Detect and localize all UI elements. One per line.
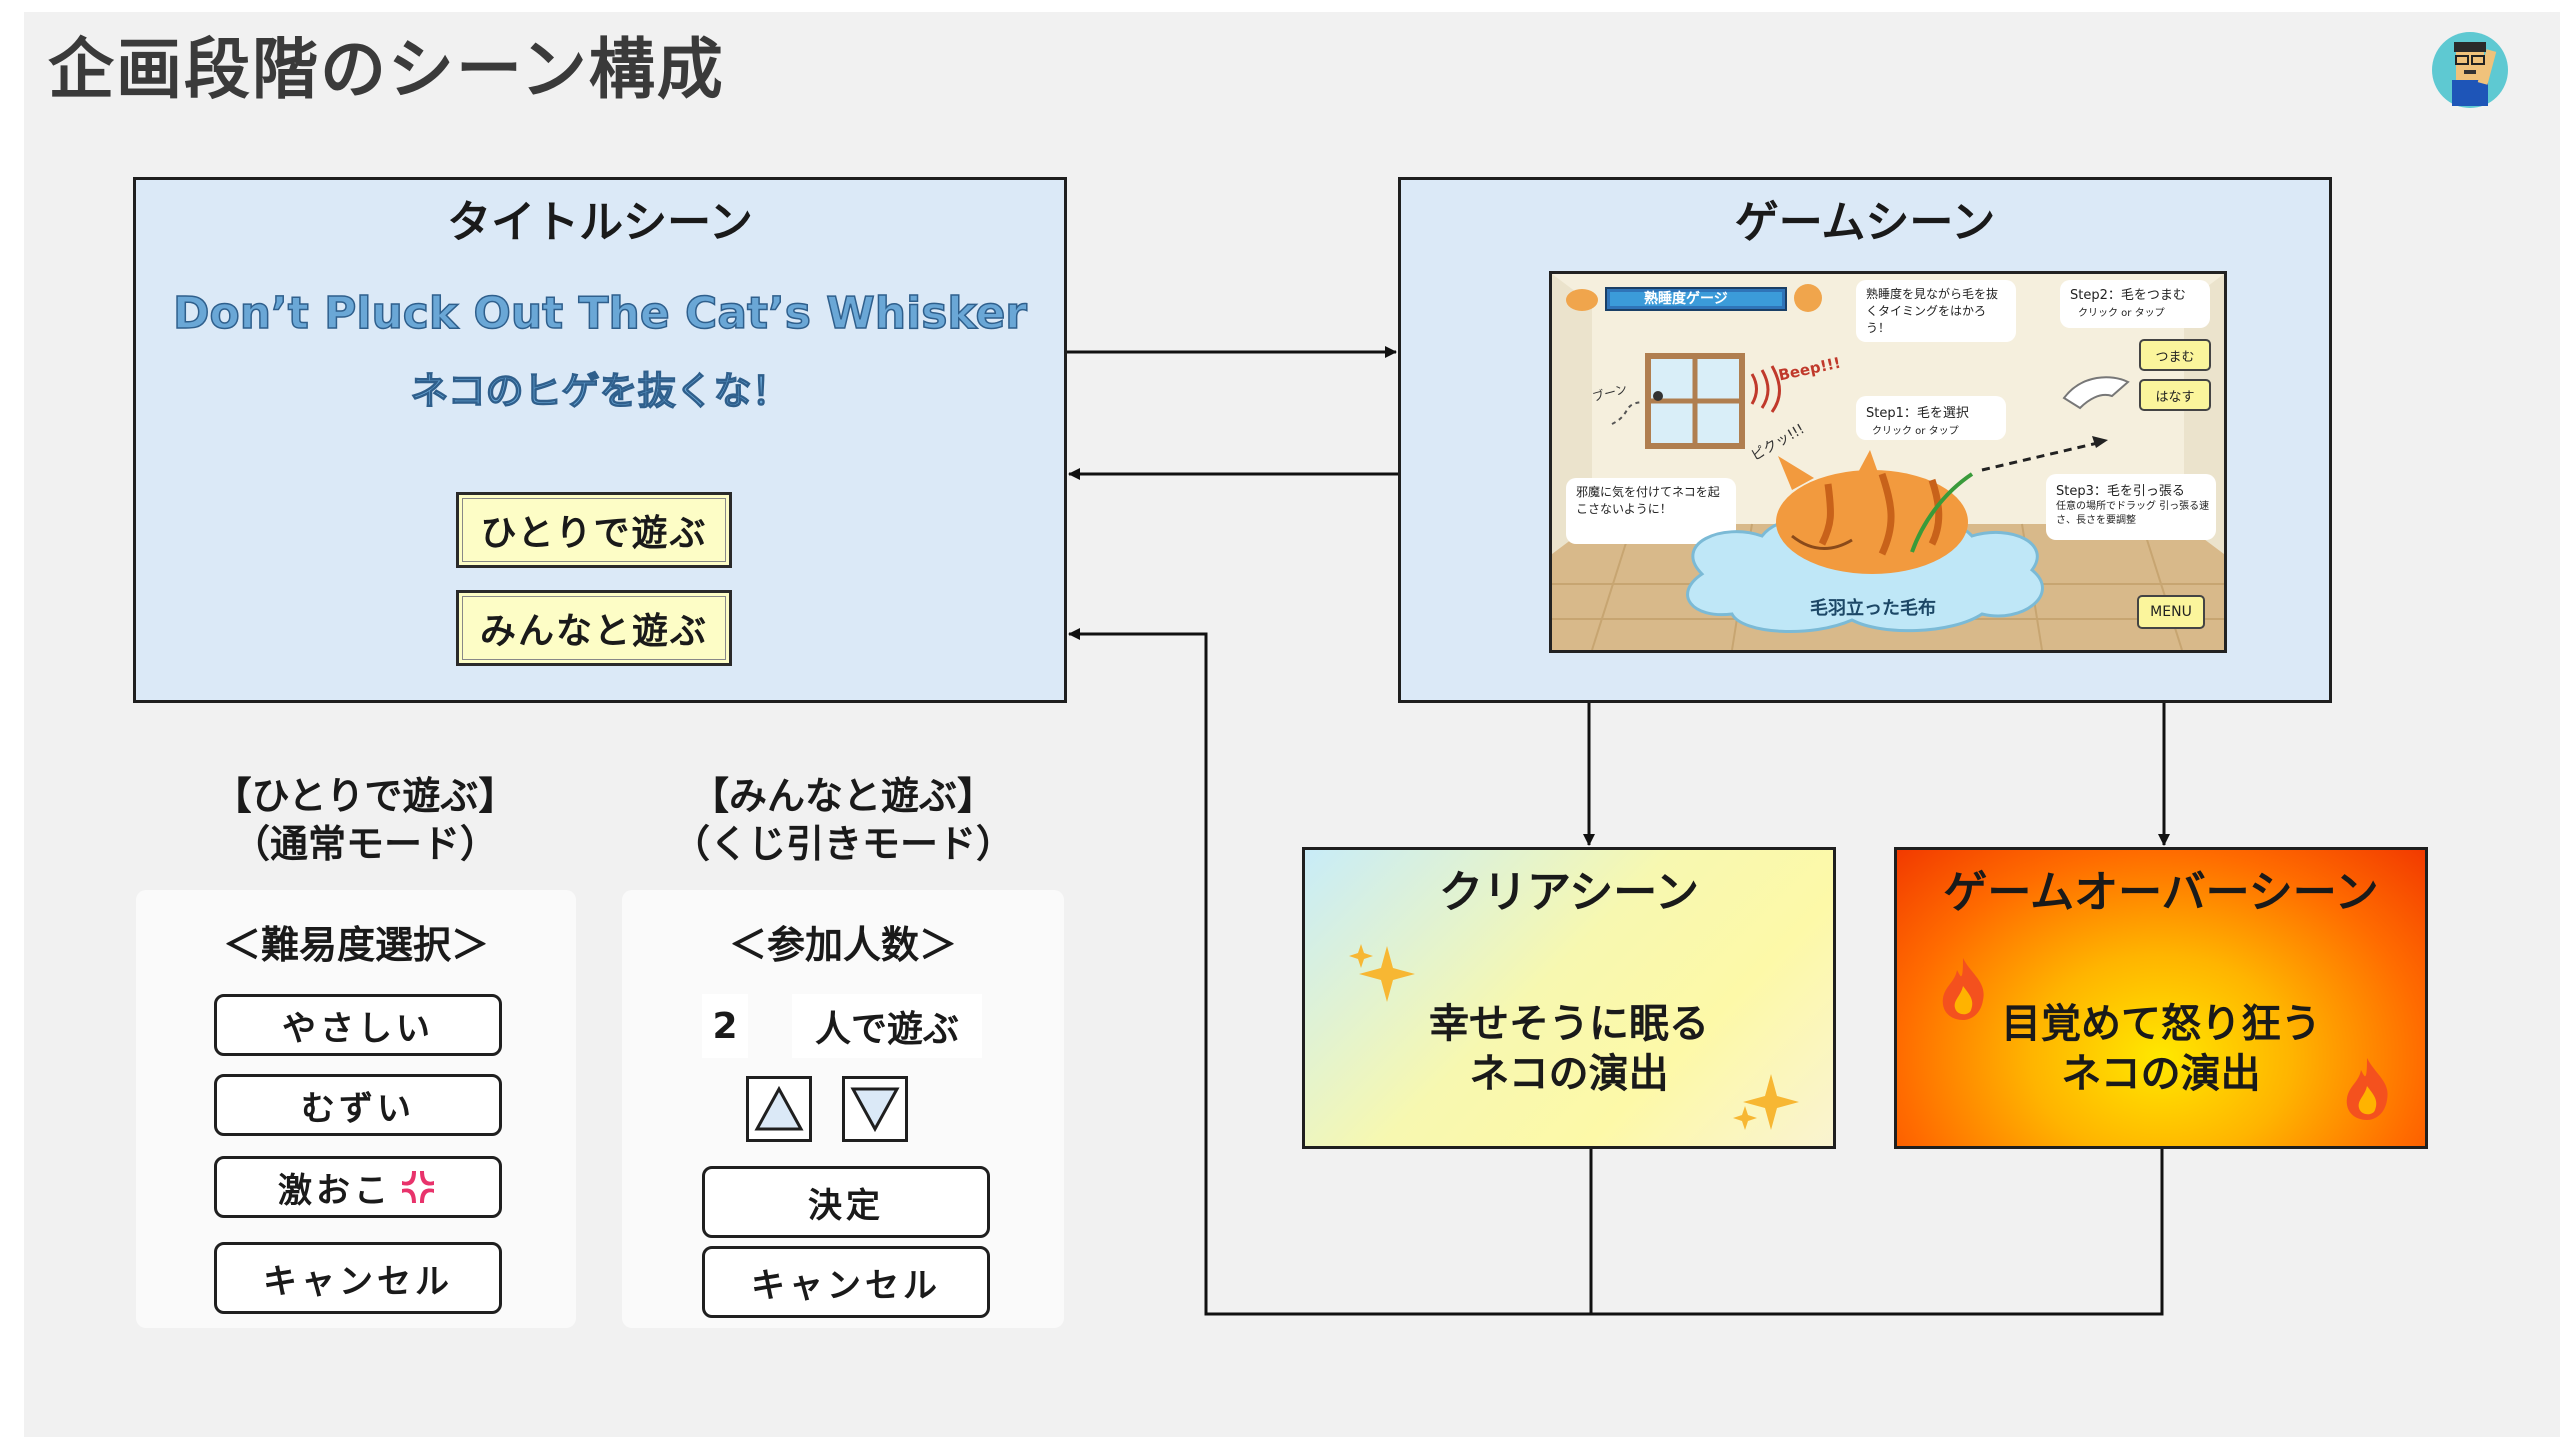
multi-mode-heading: 【みんなと遊ぶ】 — [690, 774, 995, 818]
furious-button[interactable]: 激おこ — [214, 1156, 502, 1218]
triangle-up-icon — [754, 1085, 804, 1131]
multi-play-button[interactable]: みんなと遊ぶ — [456, 590, 732, 666]
solo-mode-subheading: （通常モード） — [231, 822, 498, 866]
increment-button[interactable] — [746, 1076, 812, 1142]
note-disturb: 邪魔に気を付けてネコを起こさないように！ — [1576, 485, 1720, 516]
gameover-scene-box: ゲームオーバーシーン 目覚めて怒り狂う ネコの演出 — [1894, 847, 2428, 1149]
game-screenshot: 熟睡度ゲージ 熟睡度を見ながら毛を抜くタイミングをはかろう！ Step2：毛をつ… — [1549, 271, 2227, 653]
step3-title: Step3：毛を引っ張る — [2056, 484, 2185, 499]
multi-mode-subheading: （くじ引きモード） — [671, 822, 1014, 866]
step2-title: Step2：毛をつまむ — [2070, 288, 2186, 303]
player-count-panel-title: ＜参加人数＞ — [728, 923, 957, 967]
clear-scene-label: クリアシーン — [1438, 867, 1700, 918]
fire-icon — [1937, 956, 1989, 1026]
player-count-panel: ＜参加人数＞ 2 人で遊ぶ 決定 キャンセル — [622, 890, 1064, 1328]
confirm-button[interactable]: 決定 — [702, 1166, 990, 1238]
blanket-label: 毛羽立った毛布 — [1810, 598, 1936, 619]
gameover-scene-line2: ネコの演出 — [2061, 1051, 2261, 1097]
gameover-scene-line1: 目覚めて怒り狂う — [2001, 1001, 2321, 1047]
sparkles-icon — [1733, 1070, 1801, 1138]
solo-mode-heading: 【ひとりで遊ぶ】 — [213, 774, 517, 818]
solo-cancel-button[interactable]: キャンセル — [214, 1242, 502, 1314]
step2-sub: クリック or タップ — [2078, 308, 2165, 319]
game-scene-label: ゲームシーン — [1734, 197, 1996, 248]
game-title-english: Don’t Pluck Out The Cat’s Whisker — [172, 287, 1028, 340]
step1-title: Step1：毛を選択 — [1866, 406, 1969, 421]
step3-sub: 任意の場所でドラッグ 引っ張る速さ、長さを要調整 — [2056, 501, 2210, 526]
title-scene-label: タイトルシーン — [447, 197, 753, 248]
anger-icon — [402, 1171, 434, 1203]
gauge-label: 熟睡度ゲージ — [1644, 291, 1728, 307]
gameover-scene-label: ゲームオーバーシーン — [1943, 867, 2379, 918]
page-title: 企画段階のシーン構成 — [48, 31, 725, 108]
difficulty-panel: ＜難易度選択＞ やさしい むずい 激おこ キャンセル — [136, 890, 576, 1328]
menu-button[interactable]: MENU — [2150, 604, 2192, 620]
decrement-button[interactable] — [842, 1076, 908, 1142]
player-count-value: 2 — [702, 994, 748, 1058]
release-button[interactable]: はなす — [2155, 390, 2195, 405]
clear-scene-box: クリアシーン 幸せそうに眠る ネコの演出 — [1302, 847, 1836, 1149]
easy-button[interactable]: やさしい — [214, 994, 502, 1056]
difficulty-panel-title: ＜難易度選択＞ — [222, 923, 489, 967]
triangle-down-icon — [850, 1087, 900, 1133]
avatar-icon — [2430, 30, 2510, 110]
pinch-button[interactable]: つまむ — [2155, 350, 2195, 365]
sparkles-icon — [1349, 942, 1417, 1010]
game-title-japanese: ネコのヒゲを抜くな！ — [410, 368, 790, 413]
fire-icon — [2341, 1056, 2393, 1126]
furious-label: 激おこ — [278, 1170, 392, 1211]
step1-sub: クリック or タップ — [1872, 426, 1959, 437]
solo-play-button[interactable]: ひとりで遊ぶ — [456, 492, 732, 568]
hard-button[interactable]: むずい — [214, 1074, 502, 1136]
tip-gauge-text: 熟睡度を見ながら毛を抜くタイミングをはかろう！ — [1866, 287, 1999, 335]
multi-cancel-button[interactable]: キャンセル — [702, 1246, 990, 1318]
title-scene-box: タイトルシーン Don’t Pluck Out The Cat’s Whiske… — [133, 177, 1067, 703]
player-count-suffix: 人で遊ぶ — [792, 994, 982, 1058]
